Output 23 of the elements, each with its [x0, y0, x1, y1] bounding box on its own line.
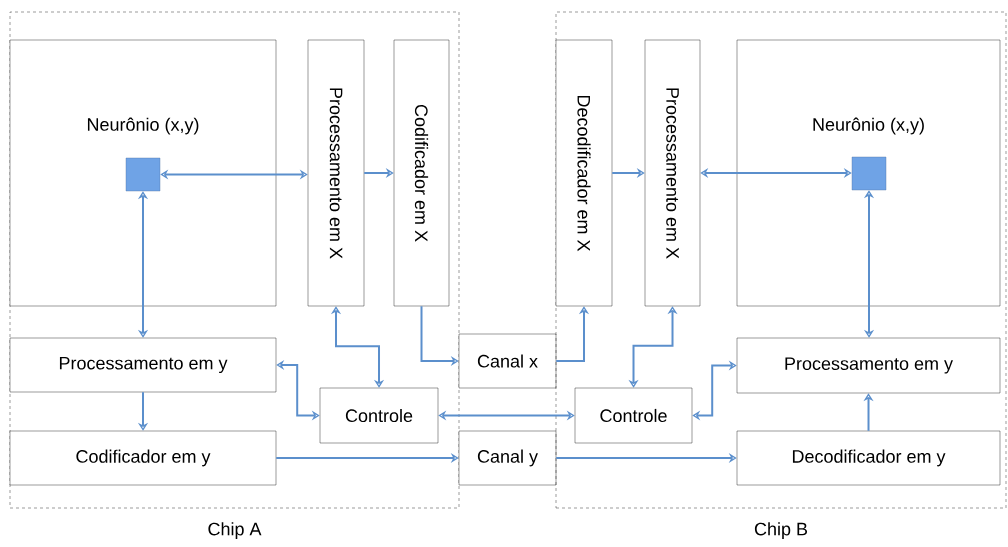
vertical-block: Processamento em X [644, 39, 701, 307]
vertical-block: Processamento em X [307, 39, 365, 307]
process-box: Processamento em y [9, 337, 277, 393]
arrow [330, 306, 385, 388]
arrow [700, 167, 852, 179]
arrow [863, 190, 875, 338]
neuron-cell [125, 157, 161, 192]
process-box: Controle [319, 387, 439, 444]
process-box: Canal x [458, 333, 557, 389]
neuron-box: Neurônio (x,y) [736, 39, 1001, 307]
arrow [692, 360, 737, 421]
arrow [438, 410, 575, 421]
arrow [160, 169, 308, 180]
process-box: Controle [574, 387, 693, 444]
process-box: Processamento em y [736, 337, 1001, 394]
process-box: Decodificador em y [736, 430, 1001, 486]
vertical-block: Codificador em X [393, 39, 450, 307]
vertical-block: Decodificador em X [555, 39, 613, 307]
process-box: Codificador em y [9, 430, 277, 486]
neuron-cell [851, 156, 887, 191]
neuron-box: Neurônio (x,y) [9, 39, 277, 307]
arrow [137, 191, 149, 338]
process-box: Canal y [458, 430, 557, 486]
